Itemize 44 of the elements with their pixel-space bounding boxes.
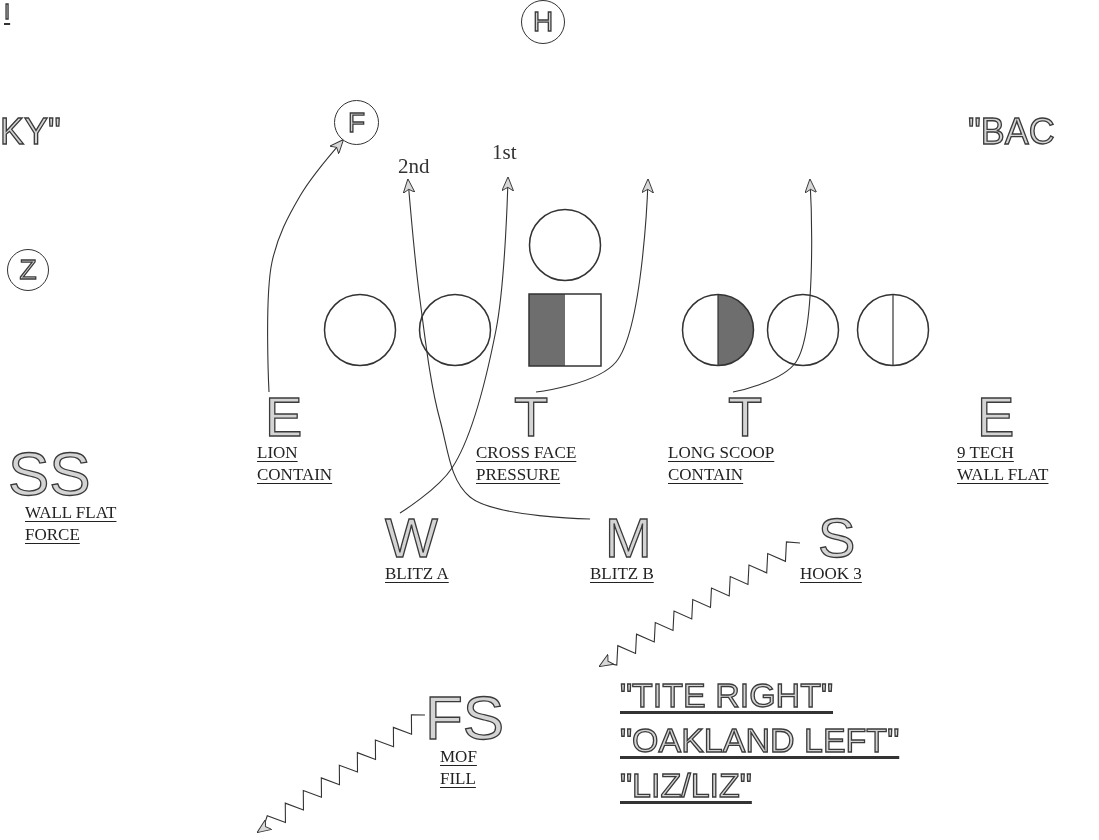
- player-circle: [7, 249, 49, 291]
- player-letter: F: [347, 109, 366, 136]
- position-letter: E: [977, 392, 1015, 443]
- assignment-text: WALL FLAT FORCE: [25, 501, 118, 546]
- assignment-text: HOOK 3: [800, 563, 863, 586]
- position-letter: S: [818, 513, 856, 564]
- position-letter: FS: [425, 690, 505, 746]
- assignment-text: CROSS FACE PRESSURE: [476, 442, 578, 487]
- lineman-circle: [528, 208, 602, 282]
- formation-call: I: [4, 2, 11, 22]
- zigzag-arrow: [256, 714, 426, 834]
- assignment-text: BLITZ A: [385, 563, 450, 586]
- assignment-text: BLITZ B: [590, 563, 655, 586]
- position-letter: E: [265, 392, 303, 443]
- formation-call: "TITE RIGHT": [620, 680, 833, 711]
- route-arrow: [399, 176, 514, 514]
- assignment-text: LION CONTAIN: [257, 442, 334, 487]
- position-letter: T: [514, 392, 549, 443]
- assignment-text: LONG SCOOP CONTAIN: [668, 442, 776, 487]
- formation-call: KY": [0, 116, 61, 149]
- lineman-circle: [766, 293, 840, 367]
- position-letter: SS: [8, 446, 91, 502]
- lineman-circle: [418, 293, 492, 367]
- assignment-text: MOF FILL: [440, 745, 478, 790]
- assignment-text: 9 TECH WALL FLAT: [957, 442, 1050, 487]
- lineman-circle: [323, 293, 397, 367]
- zigzag-arrow: [598, 541, 801, 668]
- position-letter: T: [728, 392, 763, 443]
- formation-call: "LIZ/LIZ": [620, 770, 752, 801]
- position-letter: W: [385, 513, 438, 564]
- player-circle: [334, 100, 379, 145]
- player-circle: [521, 0, 565, 44]
- lineman-circle: [681, 293, 755, 367]
- position-letter: M: [605, 513, 652, 564]
- route-arrow: [267, 139, 344, 393]
- formation-call: "BAC: [968, 116, 1055, 149]
- player-letter: Z: [19, 257, 37, 283]
- lineman-circle: [856, 293, 930, 367]
- center-square: [528, 293, 602, 367]
- route-arrow: [535, 178, 654, 393]
- route-arrow: [732, 178, 817, 393]
- route-arrow: [402, 178, 591, 520]
- formation-call: "OAKLAND LEFT": [620, 725, 900, 756]
- player-letter: H: [532, 9, 554, 35]
